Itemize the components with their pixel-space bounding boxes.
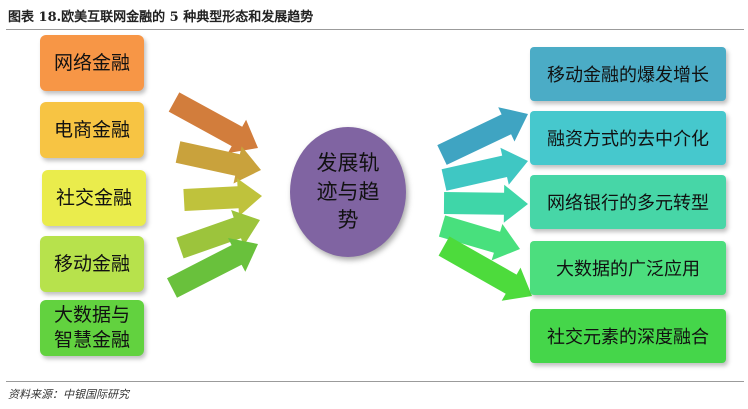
left-arrow-4 bbox=[176, 210, 260, 259]
left-box-label: 移动金融 bbox=[53, 252, 130, 275]
right-box-label: 融资方式的去中介化 bbox=[547, 129, 709, 150]
right-box-label: 网络银行的多元转型 bbox=[547, 193, 709, 214]
left-arrow-5 bbox=[167, 238, 258, 298]
center-circle: 发展轨迹与趋势 bbox=[290, 127, 406, 257]
left-box-label: 大数据与智慧金融 bbox=[53, 304, 130, 351]
left-box-mobile-finance: 移动金融 bbox=[40, 236, 144, 292]
right-arrow-2 bbox=[441, 147, 528, 191]
left-box-label: 社交金融 bbox=[55, 186, 132, 209]
right-box-disintermediation: 融资方式的去中介化 bbox=[530, 111, 726, 165]
right-arrow-1 bbox=[437, 107, 528, 165]
center-label: 发展轨迹与趋势 bbox=[316, 151, 380, 233]
left-box-label: 网络金融 bbox=[53, 51, 130, 74]
right-box-bigdata-application: 大数据的广泛应用 bbox=[530, 241, 726, 295]
left-box-social-finance: 社交金融 bbox=[42, 170, 146, 226]
right-box-social-integration: 社交元素的深度融合 bbox=[530, 309, 726, 363]
footer-divider bbox=[6, 381, 744, 382]
right-arrow-3 bbox=[443, 184, 528, 223]
right-box-bank-transformation: 网络银行的多元转型 bbox=[530, 175, 726, 229]
left-arrow-2 bbox=[175, 141, 261, 184]
left-arrows bbox=[167, 92, 262, 298]
right-box-label: 大数据的广泛应用 bbox=[556, 259, 700, 280]
title-divider bbox=[6, 29, 744, 30]
left-arrow-1 bbox=[168, 92, 258, 154]
source-note: 资料来源：中银国际研究 bbox=[8, 388, 129, 401]
left-box-bigdata-finance: 大数据与智慧金融 bbox=[40, 300, 144, 356]
left-box-ecommerce-finance: 电商金融 bbox=[40, 102, 144, 158]
right-box-mobile-growth: 移动金融的爆发增长 bbox=[530, 47, 726, 101]
right-arrow-5 bbox=[438, 236, 532, 301]
right-box-label: 移动金融的爆发增长 bbox=[547, 65, 709, 86]
left-arrow-3 bbox=[183, 178, 262, 217]
right-arrow-4 bbox=[438, 215, 520, 261]
figure-title: 图表 18.欧美互联网金融的 5 种典型形态和发展趋势 bbox=[8, 10, 314, 25]
left-box-label: 电商金融 bbox=[53, 118, 130, 141]
right-arrows bbox=[437, 107, 532, 301]
left-box-network-finance: 网络金融 bbox=[40, 35, 144, 91]
right-box-label: 社交元素的深度融合 bbox=[547, 327, 709, 348]
